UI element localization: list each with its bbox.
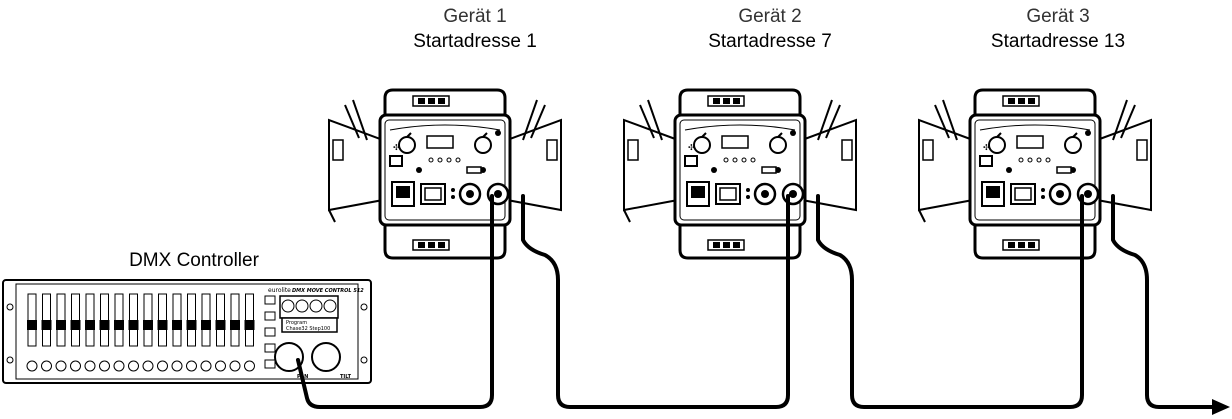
device-1-name: Gerät 1 [443, 6, 507, 27]
fixture-2 [622, 88, 858, 260]
controller-fader-cap [99, 320, 110, 330]
controller-flash-button [113, 360, 125, 372]
device-3-label: Gerät 3 Startadresse 13 [968, 4, 1148, 54]
controller-fader-cap [215, 320, 226, 330]
controller-flash-button [70, 360, 81, 372]
controller-flash-button [84, 360, 96, 372]
controller-flash-button [215, 360, 226, 372]
controller-fader-cap [41, 320, 52, 330]
controller-display-line2: Chase32 Step100 [286, 326, 330, 332]
controller-label: DMX Controller [129, 250, 259, 271]
fixture-1 [327, 88, 563, 260]
cable-continuation-arrow [1212, 399, 1230, 415]
dmx-cable [296, 194, 1214, 409]
device-2-label: Gerät 2 Startadresse 7 [680, 4, 860, 54]
controller-flash-button [157, 360, 168, 372]
controller-flash-button [55, 360, 67, 372]
controller-display-line1: Program [286, 320, 307, 326]
controller-flash-button [229, 360, 241, 372]
controller-fader-cap [114, 320, 124, 330]
controller-flash-button [200, 360, 212, 372]
controller-brand: eurolite [268, 287, 291, 294]
device-2-address: Startadresse 7 [708, 31, 832, 52]
controller-flash-button [142, 360, 154, 372]
controller-flash-button [99, 360, 110, 372]
controller-model: DMX MOVE CONTROL 512 [292, 288, 364, 294]
controller-flash-button [26, 360, 38, 372]
controller-fader-cap [143, 320, 153, 330]
controller-fader-cap [85, 320, 95, 330]
controller-fader-cap [172, 320, 182, 330]
controller-tilt-label: TILT [340, 374, 352, 380]
controller-fader-cap [186, 320, 197, 330]
controller-fader-cap [201, 320, 211, 330]
controller-fader-cap [70, 320, 81, 330]
controller-flash-button [244, 360, 255, 372]
device-1-address: Startadresse 1 [413, 31, 537, 52]
device-3-name: Gerät 3 [1026, 6, 1090, 27]
device-1-label: Gerät 1 Startadresse 1 [385, 4, 565, 54]
controller-flash-button [171, 360, 183, 372]
fixture-3 [917, 88, 1153, 260]
controller-fader-cap [230, 320, 240, 330]
device-2-name: Gerät 2 [738, 6, 802, 27]
controller-flash-button [41, 360, 52, 372]
controller-fader-cap [157, 320, 168, 330]
device-3-address: Startadresse 13 [990, 31, 1126, 52]
controller-fader-cap [27, 320, 37, 330]
controller-fader-cap [128, 320, 139, 330]
controller-flash-button [128, 360, 139, 372]
controller-fader-cap [244, 320, 255, 330]
controller-fader-cap [56, 320, 66, 330]
controller-flash-button [186, 360, 197, 372]
dmx-controller: Program Chase32 Step100 eurolite DMX MOV… [2, 279, 372, 384]
